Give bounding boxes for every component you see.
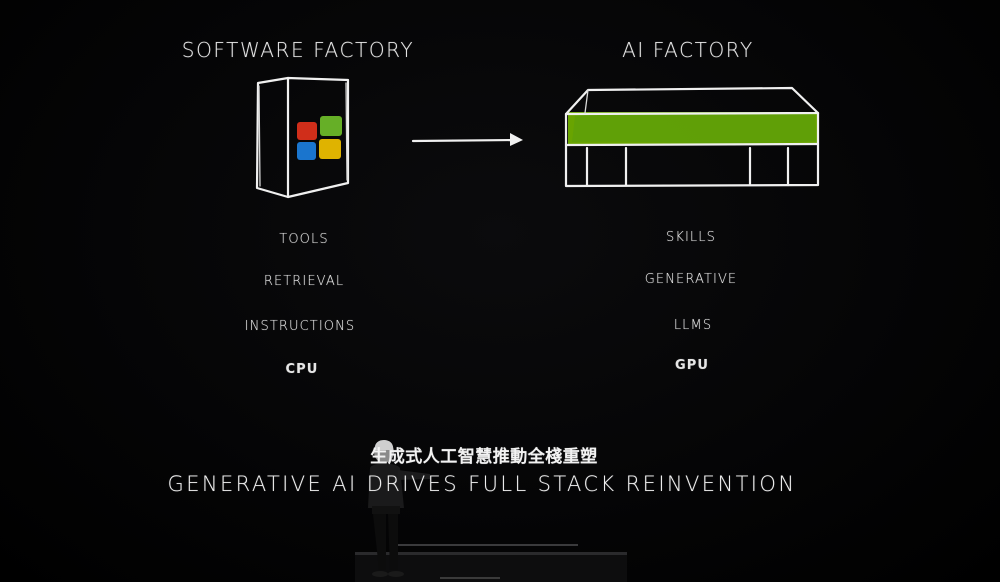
ai-factory-item-skills: SKILLS xyxy=(666,230,716,245)
software-factory-heading: SOFTWARE FACTORY xyxy=(181,38,415,62)
server-box-icon xyxy=(564,86,820,188)
software-factory-item-tools: TOOLS xyxy=(279,232,329,247)
windows-logo-icon xyxy=(297,116,342,160)
software-factory-item-retrieval: RETRIEVAL xyxy=(263,274,345,289)
software-factory-item-instructions: INSTRUCTIONS xyxy=(244,319,356,334)
ai-factory-item-gpu: GPU xyxy=(674,358,710,373)
subtitle-english: GENERATIVE AI DRIVES FULL STACK REINVENT… xyxy=(167,472,797,496)
subtitle-chinese: 生成式人工智慧推動全棧重塑 xyxy=(370,447,598,467)
ai-factory-heading: AI FACTORY xyxy=(622,38,754,62)
ai-factory-item-llms: LLMS xyxy=(673,318,713,333)
pc-tower-icon xyxy=(255,76,350,199)
software-factory-item-cpu: CPU xyxy=(285,362,319,377)
stage-platform xyxy=(355,544,627,582)
presenter-figure xyxy=(368,440,430,577)
ai-factory-item-generative: GENERATIVE xyxy=(644,272,738,287)
arrow-right-icon xyxy=(411,133,523,146)
